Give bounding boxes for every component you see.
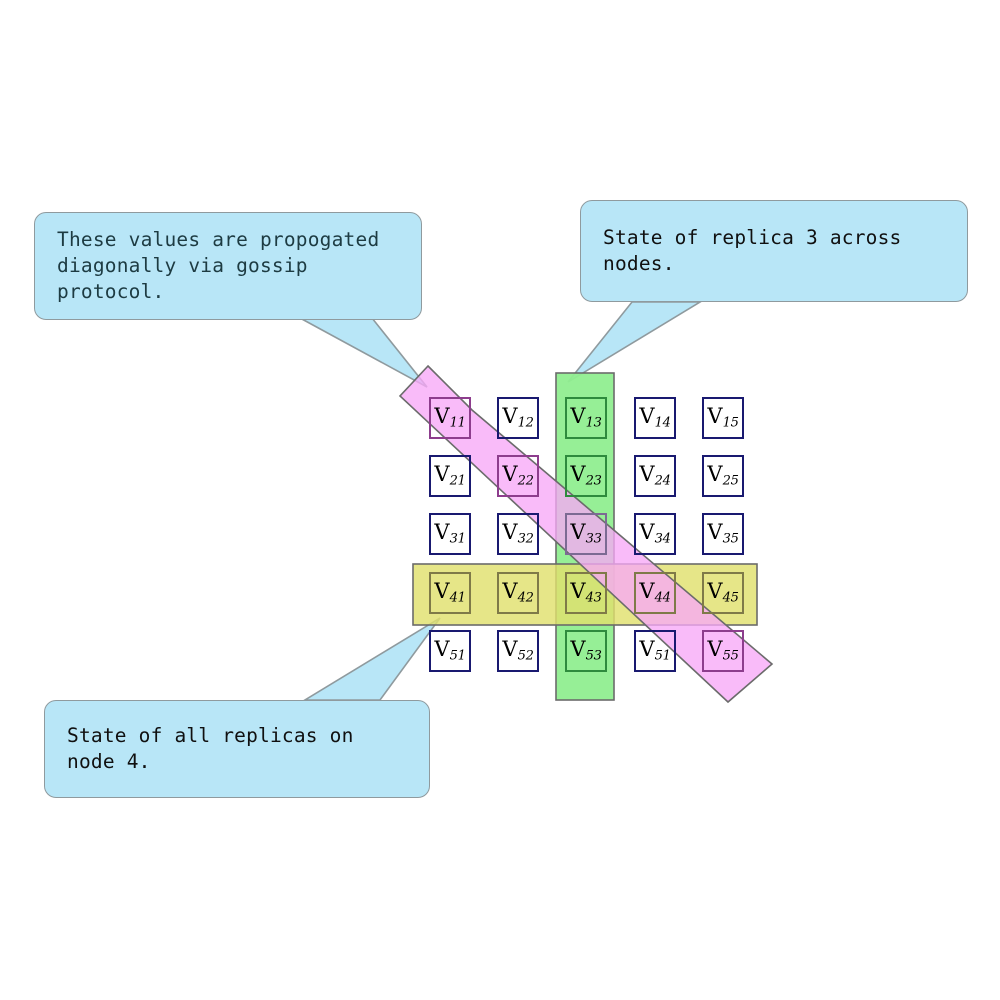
cell-label-v23: V23 [570, 462, 602, 489]
cell-v54[interactable]: V51 [634, 630, 676, 672]
cell-label-v55: V55 [707, 637, 739, 664]
cell-v33[interactable]: V33 [565, 513, 607, 555]
cell-label-v24: V24 [639, 462, 671, 489]
cell-v44[interactable]: V44 [634, 572, 676, 614]
cell-label-v53: V53 [570, 637, 602, 664]
cell-v53[interactable]: V53 [565, 630, 607, 672]
cell-v45[interactable]: V45 [702, 572, 744, 614]
cell-label-v11: V11 [434, 404, 466, 431]
cell-v35[interactable]: V35 [702, 513, 744, 555]
cell-label-v12: V12 [502, 404, 534, 431]
cell-v23[interactable]: V23 [565, 455, 607, 497]
cell-v14[interactable]: V14 [634, 397, 676, 439]
callout-node-4: State of all replicas on node 4. [44, 700, 430, 798]
cell-label-v51: V51 [434, 637, 466, 664]
cell-v51[interactable]: V51 [429, 630, 471, 672]
callout-tail-node4 [302, 617, 441, 701]
callout-replica-3: State of replica 3 across nodes. [580, 200, 968, 302]
cell-v41[interactable]: V41 [429, 572, 471, 614]
callout-gossip-diagonal: These values are propogated diagonally v… [34, 212, 422, 320]
cell-label-v35: V35 [707, 520, 739, 547]
cell-v52[interactable]: V52 [497, 630, 539, 672]
cell-label-v33: V33 [570, 520, 602, 547]
cell-v21[interactable]: V21 [429, 455, 471, 497]
cell-v42[interactable]: V42 [497, 572, 539, 614]
cell-label-v42: V42 [502, 579, 534, 606]
cell-v12[interactable]: V12 [497, 397, 539, 439]
cell-label-v14: V14 [639, 404, 671, 431]
cell-v55[interactable]: V55 [702, 630, 744, 672]
cell-label-v21: V21 [434, 462, 466, 489]
cell-v25[interactable]: V25 [702, 455, 744, 497]
cell-label-v43: V43 [570, 579, 602, 606]
cell-label-v52: V52 [502, 637, 534, 664]
callout-tail-replica3 [567, 301, 703, 383]
cell-label-v15: V15 [707, 404, 739, 431]
cell-label-v31: V31 [434, 520, 466, 547]
cell-label-v13: V13 [570, 404, 602, 431]
cell-label-v22: V22 [502, 462, 534, 489]
cell-v24[interactable]: V24 [634, 455, 676, 497]
cell-label-v32: V32 [502, 520, 534, 547]
cell-label-v44: V44 [639, 579, 671, 606]
cell-label-v41: V41 [434, 579, 466, 606]
cell-v13[interactable]: V13 [565, 397, 607, 439]
cell-v34[interactable]: V34 [634, 513, 676, 555]
cell-label-v54: V51 [639, 637, 671, 664]
cell-label-v34: V34 [639, 520, 671, 547]
cell-v32[interactable]: V32 [497, 513, 539, 555]
cell-v43[interactable]: V43 [565, 572, 607, 614]
cell-label-v25: V25 [707, 462, 739, 489]
cell-v22[interactable]: V22 [497, 455, 539, 497]
cell-v15[interactable]: V15 [702, 397, 744, 439]
cell-v31[interactable]: V31 [429, 513, 471, 555]
callout-tail-diagonal [299, 317, 428, 388]
cell-v11[interactable]: V11 [429, 397, 471, 439]
cell-label-v45: V45 [707, 579, 739, 606]
